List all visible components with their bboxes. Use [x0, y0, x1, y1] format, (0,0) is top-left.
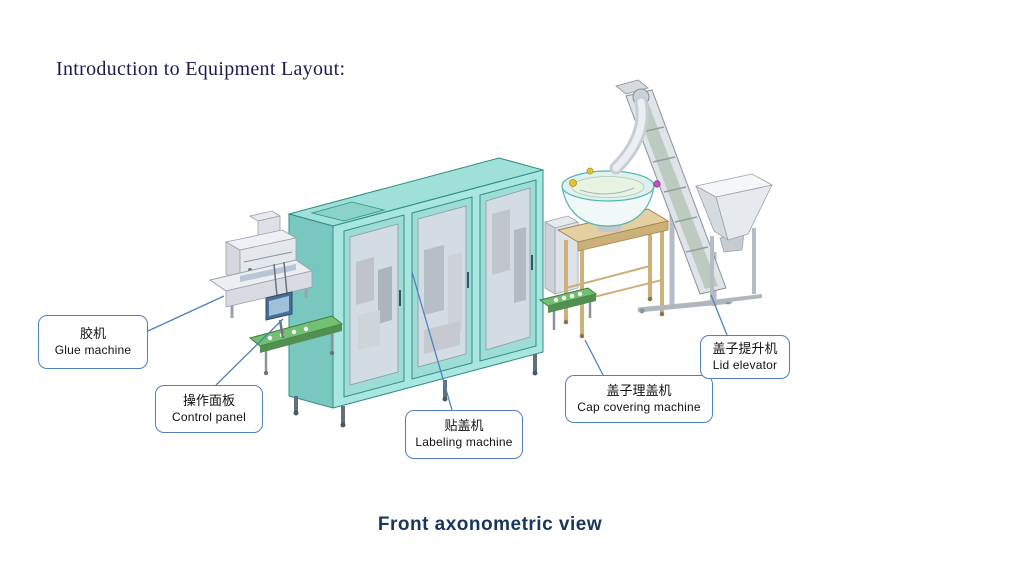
callout-labeling-machine-label-zh: 贴盖机: [444, 418, 484, 434]
infeed-conveyor-figure: [248, 315, 344, 376]
glue-machine-leader-line: [147, 295, 225, 332]
callout-lid-elevator-label-en: Lid elevator: [712, 357, 778, 372]
callout-control-panel: 操作面板 Control panel: [155, 385, 263, 433]
control-panel-leader-line: [215, 318, 284, 386]
callout-glue-machine-label-en: Glue machine: [54, 342, 132, 357]
callout-cap-covering-machine-label-en: Cap covering machine: [577, 399, 701, 414]
callout-lid-elevator: 盖子提升机 Lid elevator: [700, 335, 790, 379]
callout-glue-machine-label-zh: 胶机: [79, 325, 106, 341]
cap-covering-machine-leader-line: [584, 339, 604, 376]
page-title: Introduction to Equipment Layout:: [56, 58, 346, 80]
callout-cap-covering-machine: 盖子理盖机 Cap covering machine: [565, 375, 713, 423]
callout-control-panel-label-en: Control panel: [172, 409, 246, 424]
callout-labeling-machine-label-en: Labeling machine: [415, 435, 513, 450]
cap-chute-figure: [609, 95, 649, 175]
cap-covering-machine-figure: [561, 167, 655, 232]
callout-labeling-machine: 贴盖机 Labeling machine: [405, 410, 523, 459]
control-panel-figure: [265, 261, 293, 339]
hopper-figure: [694, 173, 774, 305]
labeling-machine-figure: [287, 157, 545, 428]
labeling-machine-leader-line: [411, 271, 453, 411]
view-caption: Front axonometric view: [377, 514, 603, 535]
callout-control-panel-label-zh: 操作面板: [182, 392, 235, 408]
leader-lines: [147, 271, 728, 411]
callout-glue-machine: 胶机 Glue machine: [38, 315, 148, 369]
glue-machine-figure: [208, 210, 314, 318]
callout-cap-covering-machine-label-zh: 盖子理盖机: [606, 382, 672, 398]
lid-elevator-leader-line: [710, 294, 728, 336]
callout-lid-elevator-label-zh: 盖子提升机: [712, 340, 778, 356]
exit-conveyor-figure: [538, 287, 598, 330]
